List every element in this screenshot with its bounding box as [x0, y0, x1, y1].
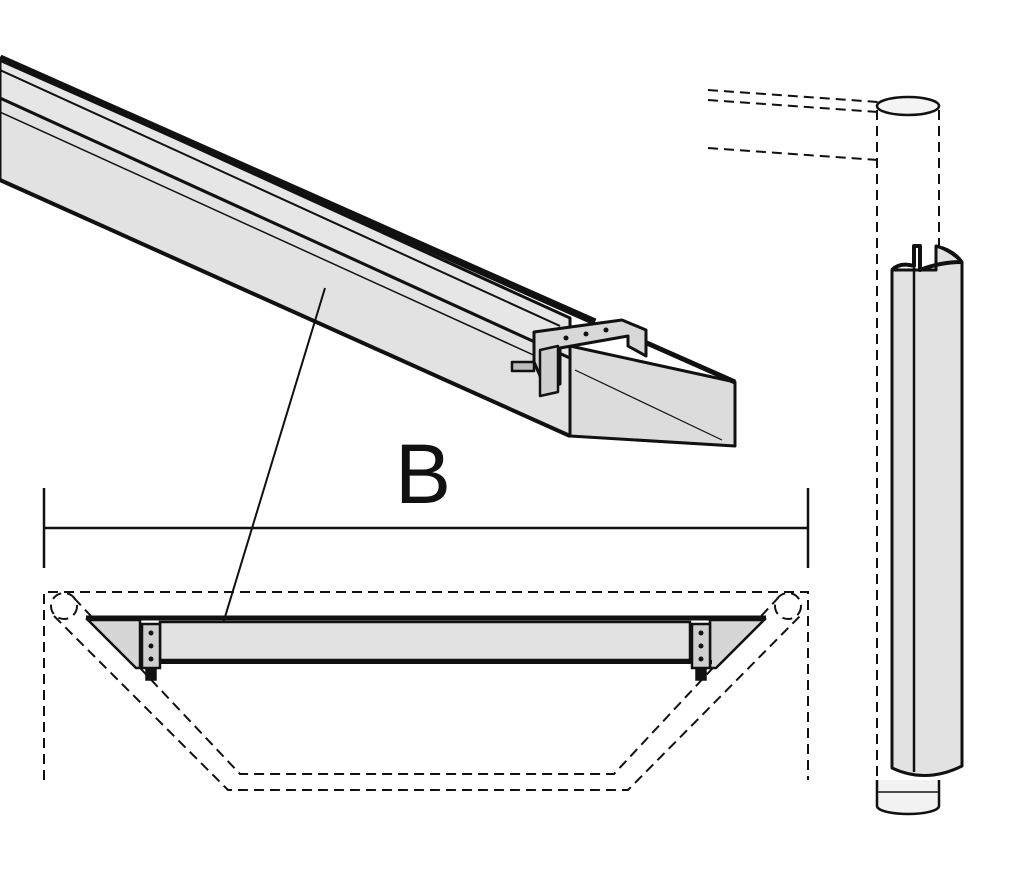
beam	[0, 54, 737, 448]
cover-profile-section	[84, 615, 768, 681]
outline-left-vertical	[43, 591, 809, 780]
beam-top-edge	[0, 54, 597, 326]
clip-holes	[563, 327, 609, 341]
beam-side-face	[0, 96, 572, 438]
beam-end-face	[568, 344, 737, 448]
dimension-label-b: B	[394, 427, 452, 521]
beam-top-edge-lower	[0, 69, 561, 327]
clip-bolt	[510, 360, 536, 373]
column-base	[875, 780, 941, 816]
cover-shell-edge	[935, 244, 964, 263]
dimension-b	[42, 488, 810, 568]
bracket-bolts	[145, 667, 707, 681]
profile-right-web	[708, 618, 768, 670]
clip-tab	[538, 344, 560, 398]
outline-corner-right	[774, 592, 802, 620]
beam-groove	[0, 111, 541, 359]
profile-left-web	[84, 618, 142, 670]
outline-corner-left	[50, 592, 78, 620]
outline-inner-trough	[73, 597, 779, 775]
beam-rail	[638, 337, 737, 385]
section-outline	[43, 591, 809, 791]
cover-shell-body	[890, 244, 964, 778]
column-post	[707, 89, 941, 816]
beam-end-inner	[574, 369, 723, 441]
profile-panel	[158, 620, 692, 662]
half-shell-column-cover	[890, 244, 964, 778]
leader-line	[217, 287, 326, 641]
outline-outer-trough	[53, 615, 801, 791]
bracket-holes	[148, 630, 704, 662]
cover-shell-lip	[890, 244, 963, 272]
beam-bottom-edge	[0, 178, 571, 438]
column-hidden-lines	[876, 110, 940, 790]
column-connection-dashes	[707, 89, 879, 161]
column-top-cap	[875, 95, 941, 117]
